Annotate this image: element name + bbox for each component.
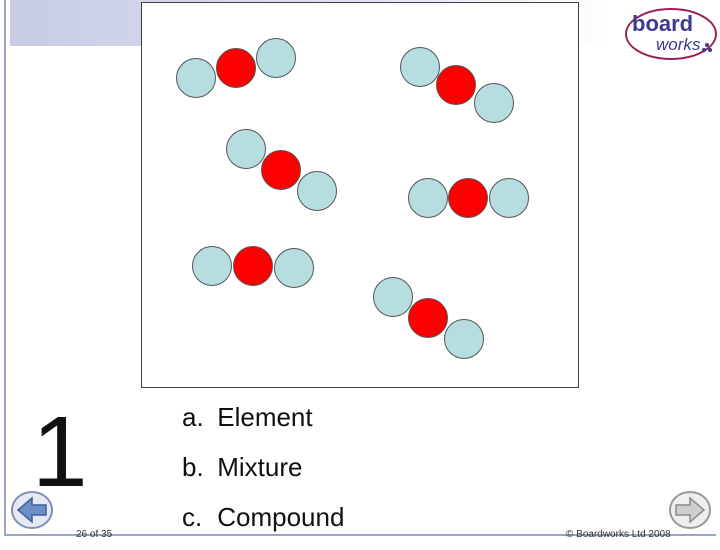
blue-atom	[489, 178, 529, 218]
blue-atom	[176, 58, 216, 98]
boardworks-logo: board works	[622, 6, 718, 64]
molecule	[373, 277, 484, 359]
molecule	[400, 47, 514, 123]
option-b-text: Mixture	[217, 452, 303, 482]
option-b-letter: b.	[182, 452, 204, 482]
molecule	[226, 129, 337, 211]
particle-diagram	[141, 2, 579, 388]
option-b[interactable]: b. Mixture	[182, 450, 344, 500]
blue-atom	[400, 47, 440, 87]
blue-atom	[444, 319, 484, 359]
slide-counter: 26 of 35	[76, 529, 113, 540]
option-a-text: Element	[217, 402, 313, 432]
blue-atom	[274, 248, 314, 288]
back-arrow-icon	[11, 491, 53, 529]
red-atom	[233, 246, 273, 286]
red-atom	[216, 48, 256, 88]
molecule	[408, 178, 529, 218]
red-atom	[448, 178, 488, 218]
question-number: 1	[32, 396, 88, 508]
next-slide-button[interactable]	[668, 488, 712, 532]
next-arrow-icon	[669, 491, 711, 529]
option-c-letter: c.	[182, 502, 203, 532]
red-atom	[436, 65, 476, 105]
red-atom	[261, 150, 301, 190]
particle-diagram-canvas	[176, 38, 529, 359]
blue-atom	[226, 129, 266, 169]
copyright-notice: © Boardworks Ltd 2008	[566, 529, 671, 540]
red-atom	[408, 298, 448, 338]
logo-text-board: board	[632, 11, 693, 36]
blue-atom	[474, 83, 514, 123]
blue-atom	[192, 246, 232, 286]
blue-atom	[408, 178, 448, 218]
option-a[interactable]: a. Element	[182, 400, 344, 450]
previous-slide-button[interactable]	[10, 488, 54, 532]
blue-atom	[297, 171, 337, 211]
option-a-letter: a.	[182, 402, 204, 432]
molecule	[192, 246, 314, 288]
blue-atom	[256, 38, 296, 78]
answer-options: a. Element b. Mixture c. Compound	[182, 400, 344, 550]
molecule	[176, 38, 296, 98]
option-c-text: Compound	[217, 502, 345, 532]
slide-frame-bottom	[4, 534, 716, 536]
option-c[interactable]: c. Compound	[182, 500, 344, 550]
blue-atom	[373, 277, 413, 317]
logo-text-works: works	[656, 35, 701, 54]
slide-frame-left	[4, 0, 6, 536]
